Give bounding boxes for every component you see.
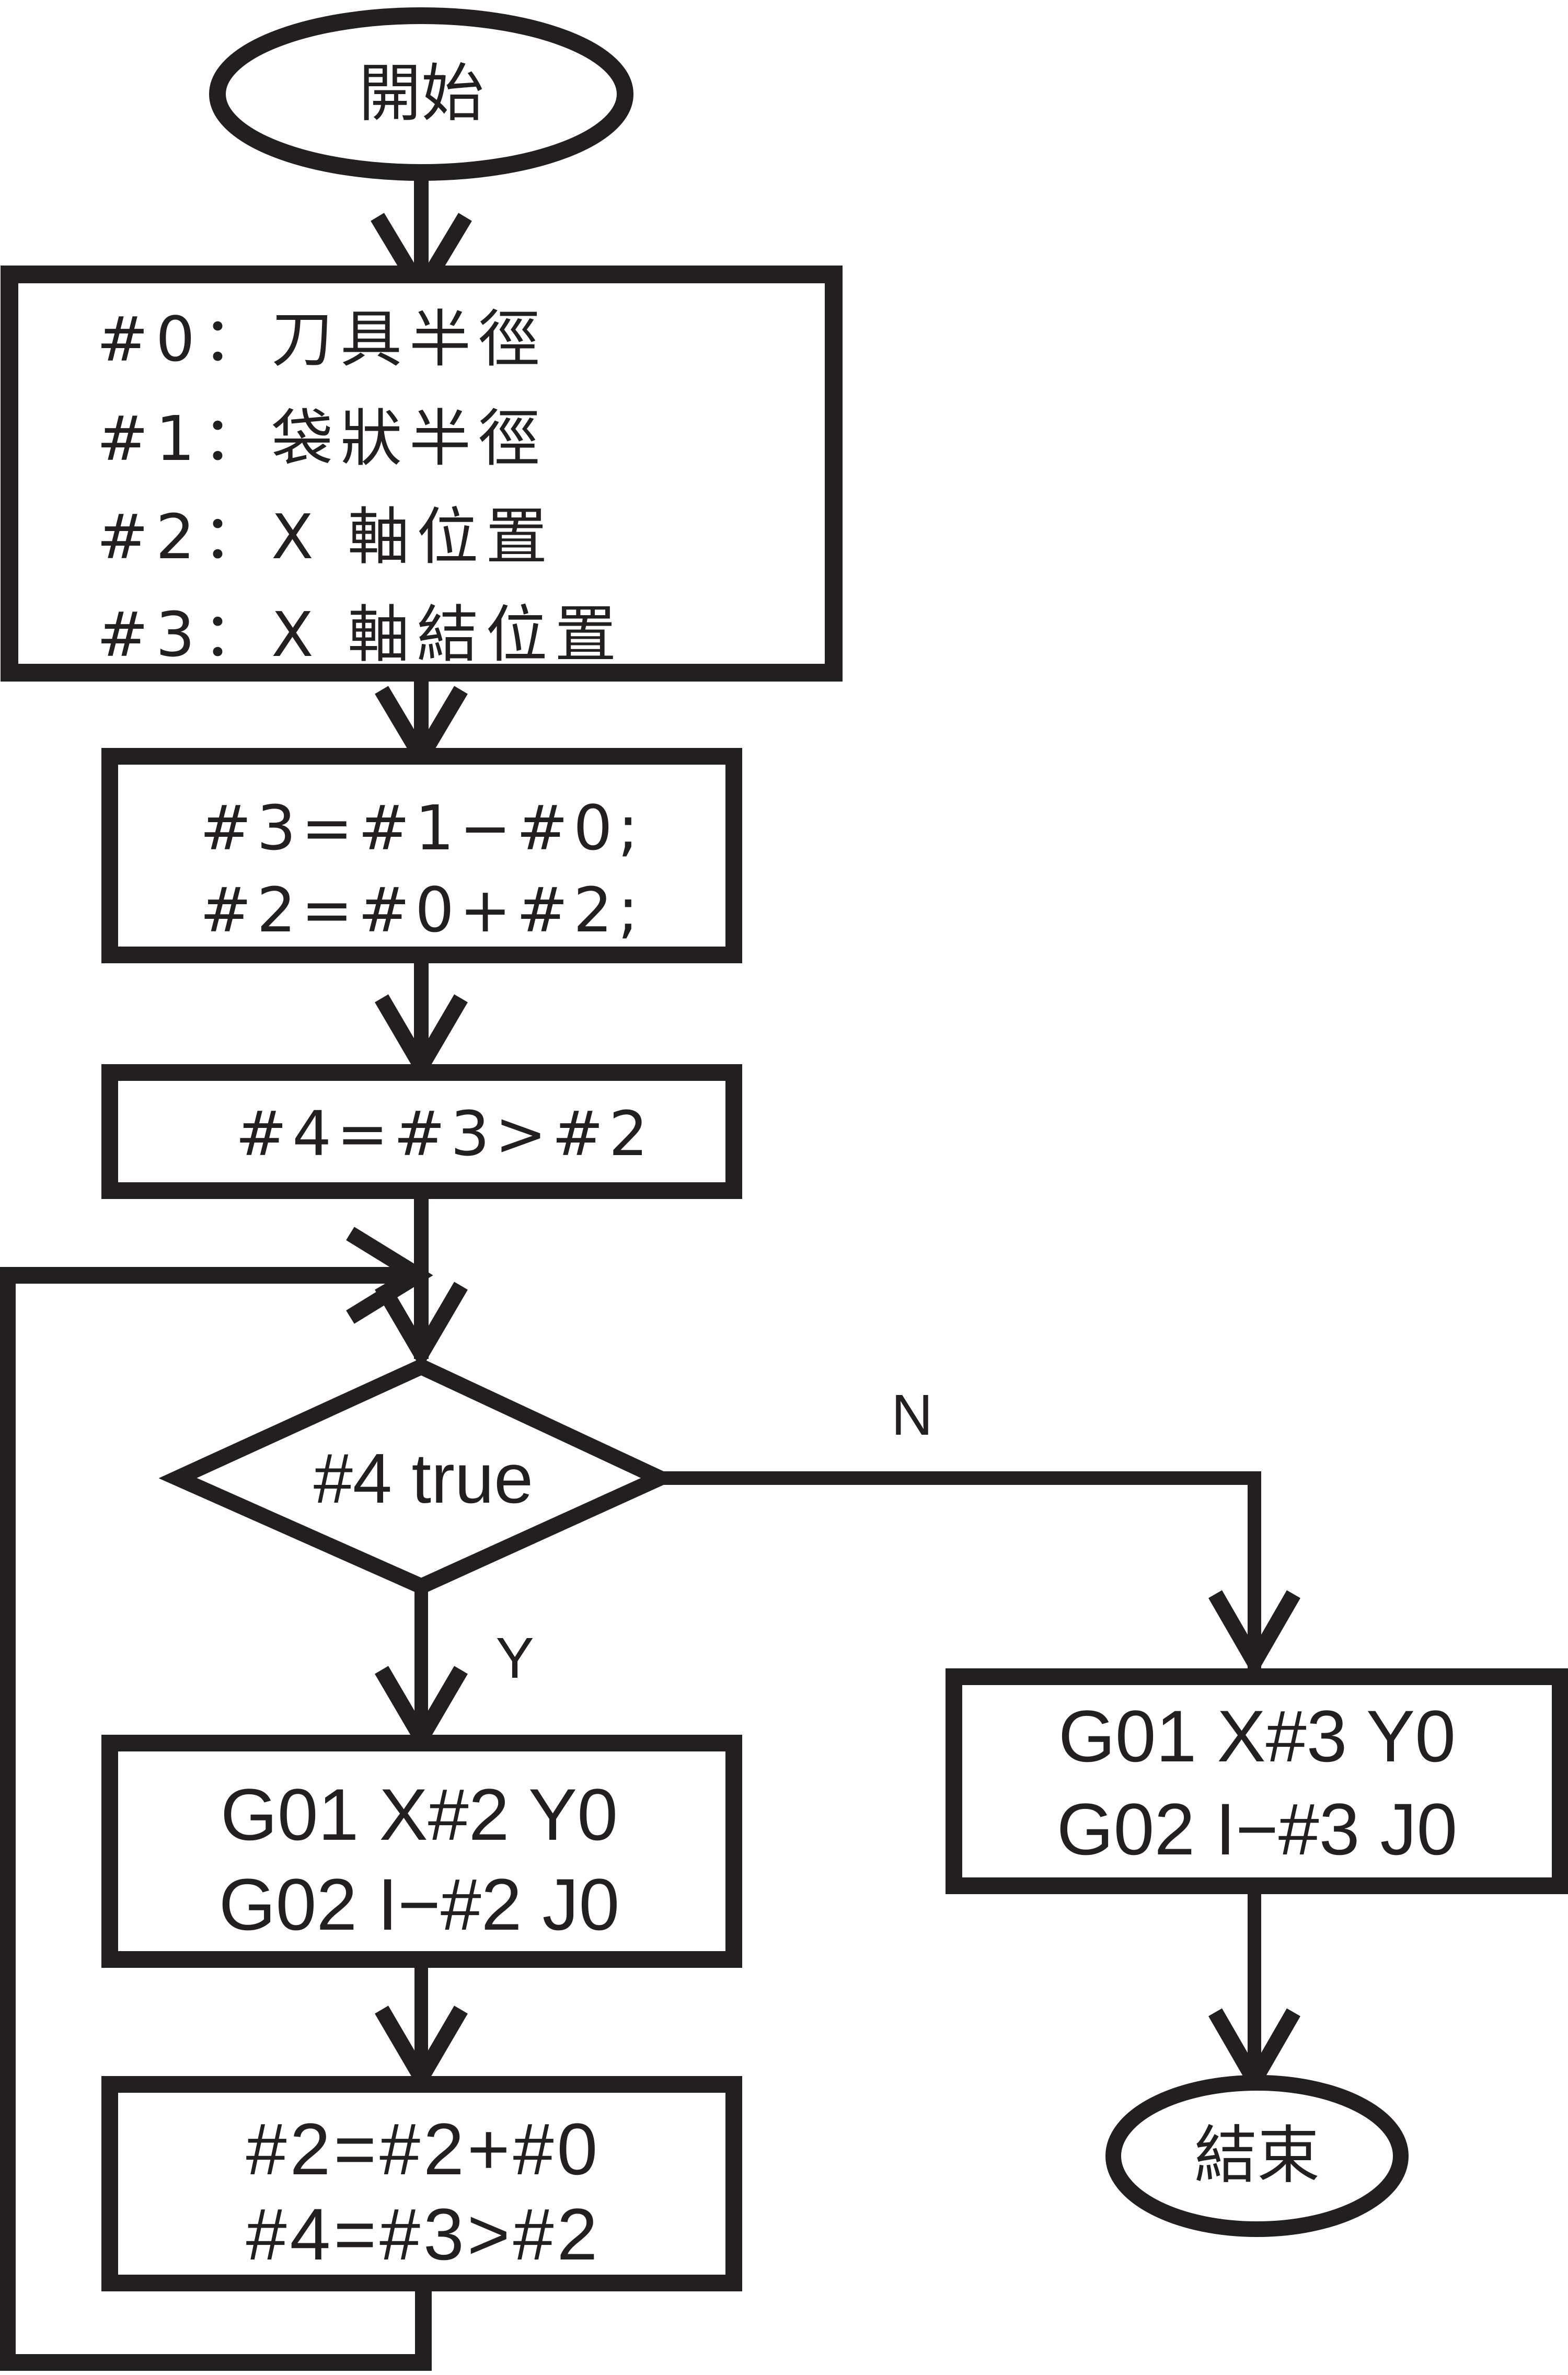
end-ellipse — [1105, 2075, 1409, 2237]
decision-node: #4 true — [158, 1358, 678, 1595]
calc-box: #3=#1−#0; #2=#0+#2; — [101, 748, 742, 963]
yes-update-line-1: #4=#3>#2 — [246, 2193, 601, 2275]
loop-back-connector — [0, 1227, 433, 2371]
init-box: #0：刀具半徑 #1：袋狀半徑 #2：X 軸位置 #3：X 軸結位置 — [1, 266, 843, 682]
init-line-3: #3：X 軸結位置 — [97, 598, 624, 671]
init-box-rect — [1, 266, 843, 682]
yes-move-box: G01 X#2 Y0 G02 I−#2 J0 — [101, 1735, 742, 1968]
arrow-init-to-calc — [375, 673, 468, 773]
decision-label: #4 true — [314, 1439, 533, 1518]
start-label: 開始 — [359, 57, 484, 130]
no-move-line-0: G01 X#3 Y0 — [1058, 1695, 1456, 1777]
calc-line-1: #2=#0+#2; — [200, 874, 643, 946]
yes-label: Y — [495, 1626, 534, 1690]
cond-init-box-rect — [101, 1064, 742, 1199]
yes-update-box-rect — [101, 2076, 742, 2291]
yes-branch-arrow: Y — [375, 1586, 534, 1754]
arrow-no-move-to-end — [1208, 1886, 1300, 2096]
no-label: N — [891, 1383, 932, 1447]
calc-line-0: #3=#1−#0; — [200, 792, 643, 864]
arrow-calc-to-cond-init — [375, 955, 468, 1082]
yes-update-box: #2=#2+#0 #4=#3>#2 — [101, 2076, 742, 2291]
start-node: 開始 — [209, 7, 633, 181]
cond-init-line-0: #4=#3>#2 — [235, 1098, 653, 1170]
cond-init-box: #4=#3>#2 — [101, 1064, 742, 1199]
end-label: 結束 — [1194, 2119, 1320, 2192]
yes-move-box-rect — [101, 1735, 742, 1968]
calc-box-rect — [101, 748, 742, 963]
yes-move-line-1: G02 I−#2 J0 — [219, 1863, 620, 1945]
yes-update-line-0: #2=#2+#0 — [246, 2108, 601, 2190]
end-node: 結束 — [1105, 2075, 1409, 2237]
arrow-yes-move-to-update — [375, 1959, 468, 2093]
no-move-line-1: G02 I−#3 J0 — [1057, 1788, 1458, 1870]
init-line-2: #2：X 軸位置 — [97, 501, 555, 573]
init-line-1: #1：袋狀半徑 — [97, 402, 547, 475]
init-line-0: #0：刀具半徑 — [97, 303, 547, 375]
no-branch-arrow: N — [660, 1383, 1300, 1678]
no-move-box: G01 X#3 Y0 G02 I−#3 J0 — [946, 1668, 1568, 1894]
yes-move-line-0: G01 X#2 Y0 — [221, 1773, 618, 1855]
